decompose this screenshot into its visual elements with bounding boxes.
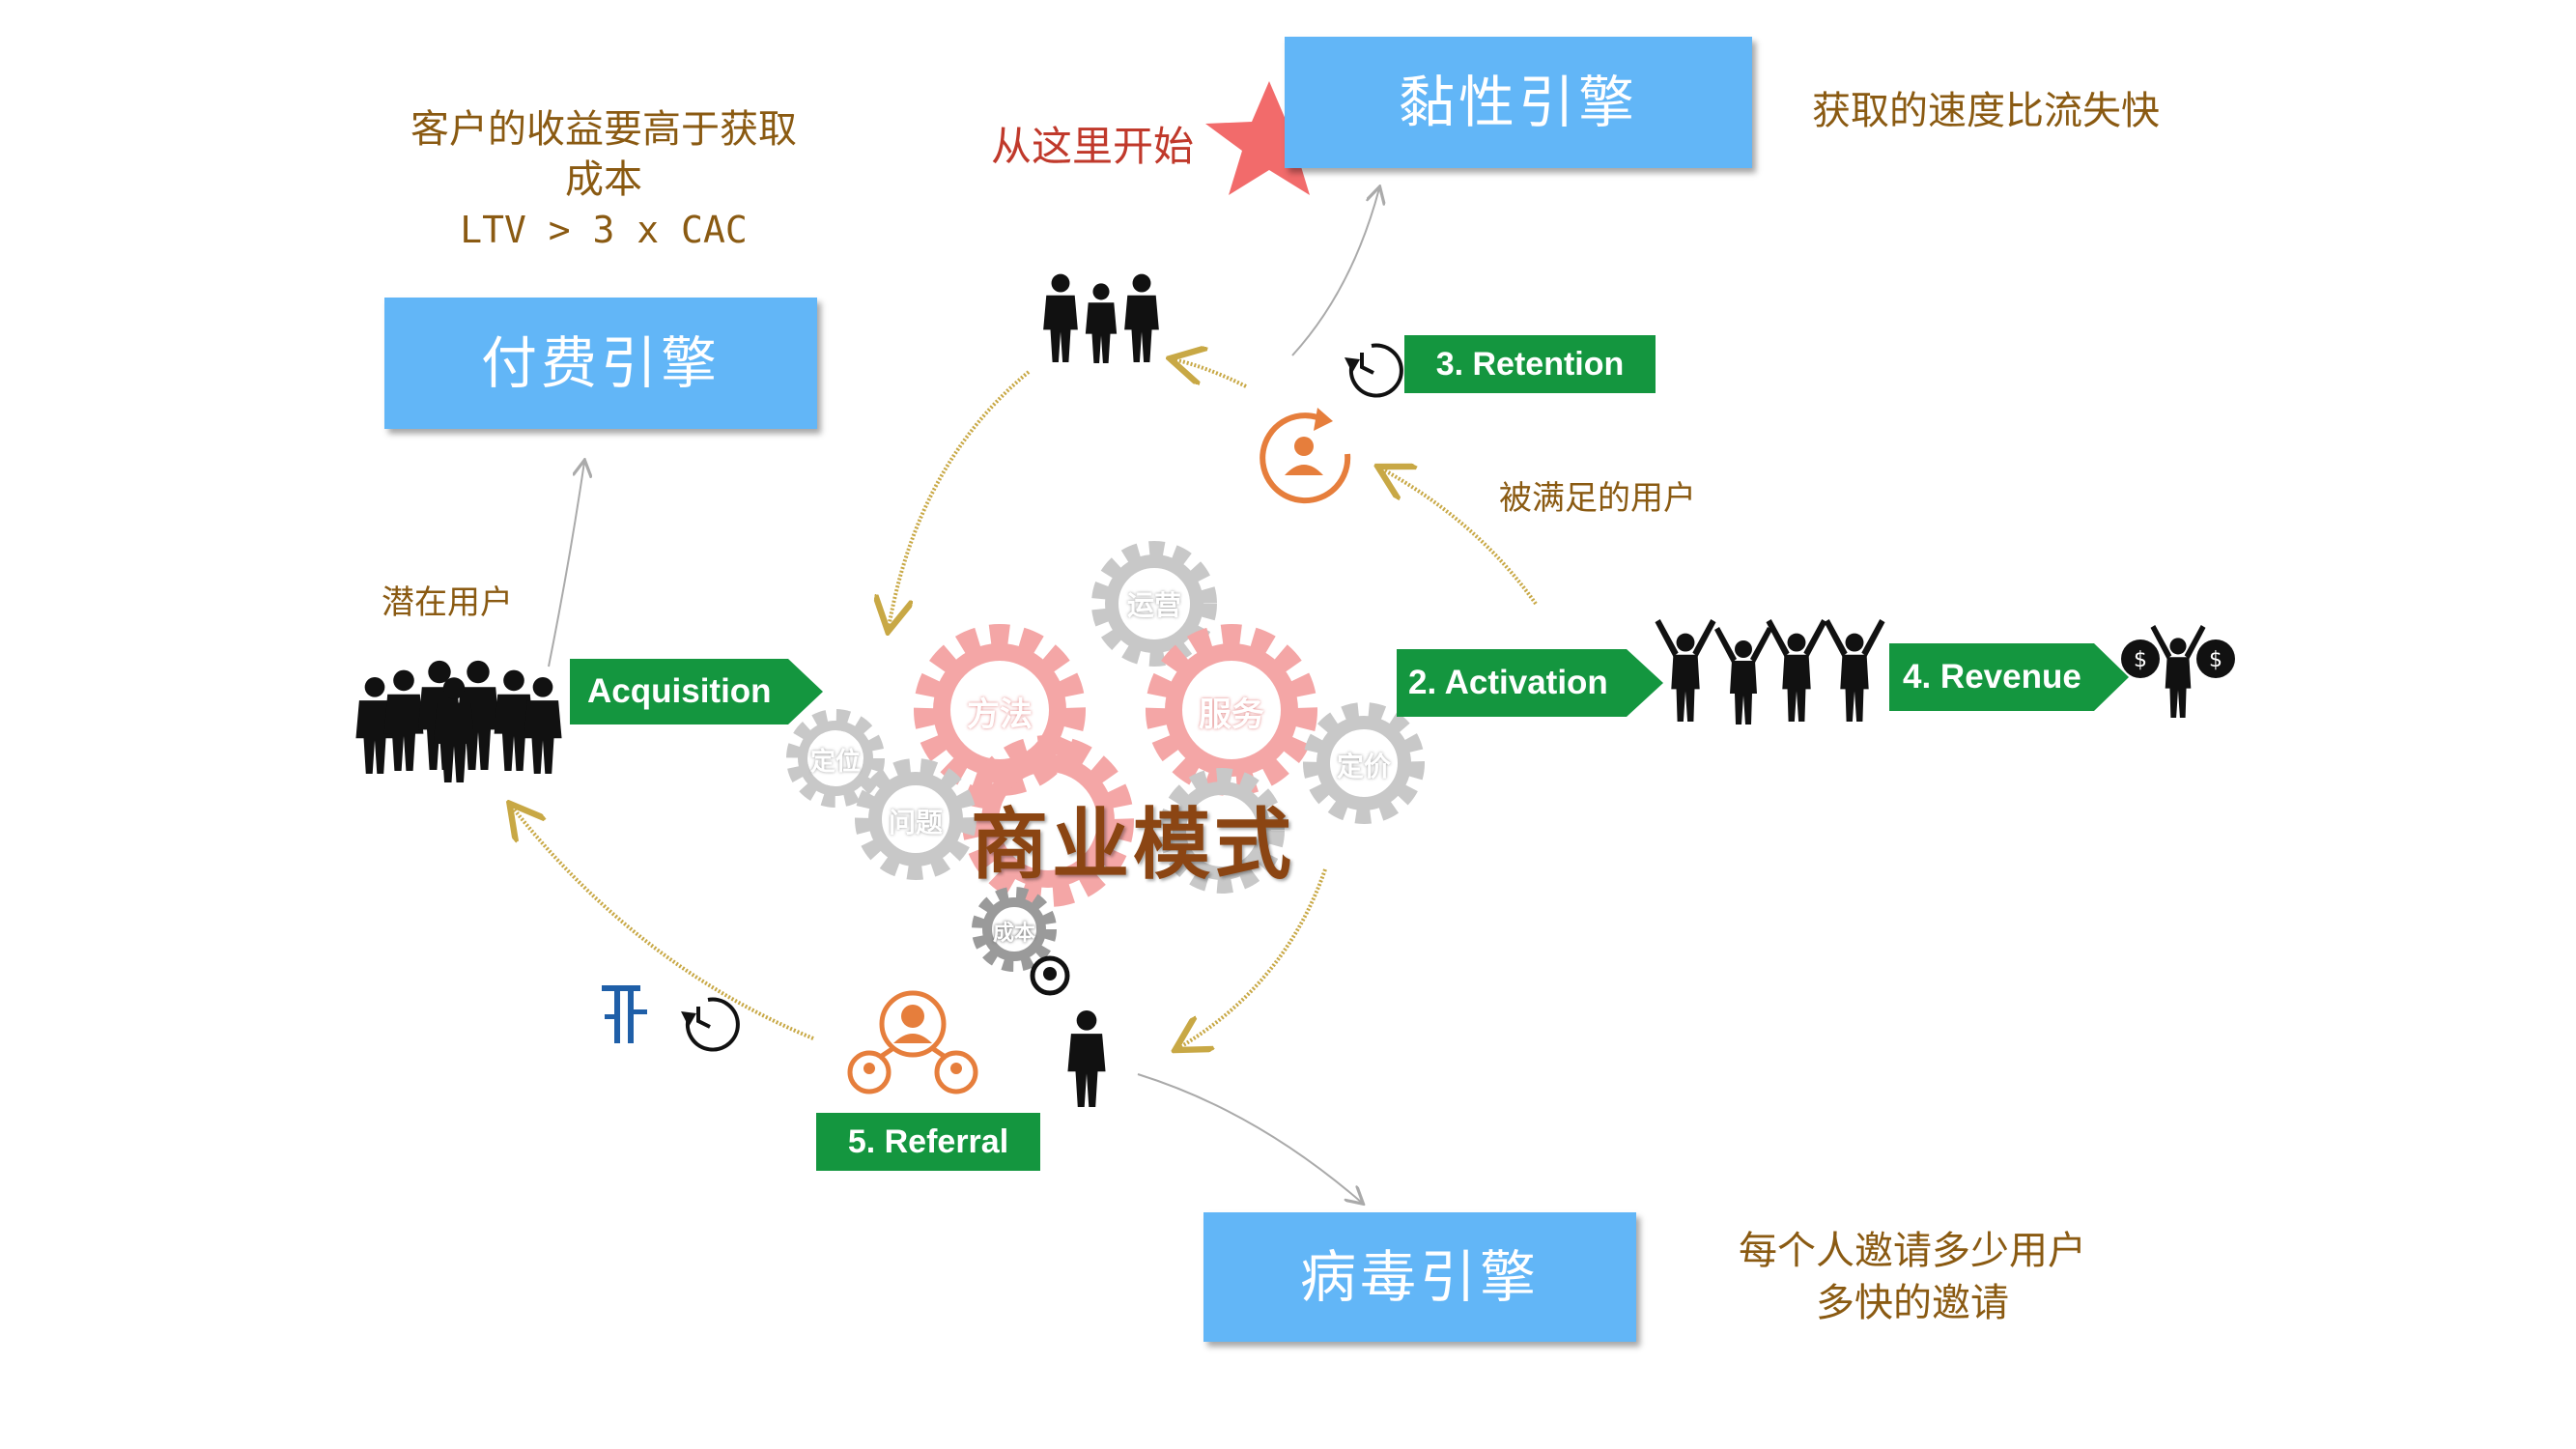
tf-logo-icon xyxy=(602,985,647,1043)
potential-users-note: 潜在用户 xyxy=(382,583,513,622)
svg-text:$: $ xyxy=(2209,648,2222,672)
step-revenue: 4. Revenue xyxy=(1889,643,2129,711)
arrow-to-viral-engine-icon xyxy=(1137,1073,1362,1203)
user-refresh-icon xyxy=(1260,408,1351,504)
ltv-note: 客户的收益要高于获取 成本 LTV > 3 x CAC xyxy=(367,104,840,255)
step-referral: 5. Referral xyxy=(816,1113,1040,1171)
start-here-note: 从这里开始 xyxy=(991,123,1195,170)
paid-engine-label: 付费引擎 xyxy=(480,330,721,396)
step-acquisition-label: Acquisition xyxy=(587,672,772,710)
gear-label-cost: 成本 xyxy=(992,922,1035,946)
engine-arrows xyxy=(548,188,1379,1203)
business-model-title: 商业模式 xyxy=(971,799,1295,890)
svg-text:$: $ xyxy=(2134,648,2147,672)
viral-engine-label: 病毒引擎 xyxy=(1299,1244,1540,1310)
clock-icon-referral xyxy=(681,997,740,1052)
step-activation: 2. Activation xyxy=(1397,649,1663,717)
gear-problem-icon xyxy=(855,758,977,880)
satisfied-users-note: 被满足的用户 xyxy=(1499,479,1696,518)
step-referral-label: 5. Referral xyxy=(847,1123,1009,1160)
gear-label-method: 方法 xyxy=(967,696,1033,734)
cycle-arrows xyxy=(512,359,1538,1048)
ltv-formula: LTV > 3 x CAC xyxy=(460,209,748,251)
gear-pricing-icon xyxy=(1303,702,1425,824)
viral-note: 每个人邀请多少用户 多快的邀请 xyxy=(1700,1225,2125,1329)
ltv-note-line2: 成本 xyxy=(565,157,642,202)
gear-ops-icon xyxy=(1091,541,1217,667)
gear-core-icon xyxy=(962,735,1134,907)
gear-cost-icon xyxy=(972,887,1057,972)
sticky-note: 获取的速度比流失快 xyxy=(1812,89,2160,133)
step-retention-label: 3. Retention xyxy=(1435,346,1625,383)
arrow-activation-to-retention-icon xyxy=(1381,469,1538,606)
viral-note-line2: 多快的邀请 xyxy=(1816,1281,2009,1325)
ltv-note-line1: 客户的收益要高于获取 xyxy=(410,107,797,152)
step-activation-label: 2. Activation xyxy=(1408,664,1608,701)
arrow-referral-to-crowd-icon xyxy=(512,807,814,1040)
money-bag-person-icon: $ $ xyxy=(2121,625,2235,718)
gear-label-position: 定位 xyxy=(809,748,861,777)
arrow-retention-to-team-icon xyxy=(1174,359,1247,388)
step-revenue-label: 4. Revenue xyxy=(1903,658,2081,696)
clock-icon xyxy=(1345,343,1403,398)
gear-service-icon xyxy=(1146,624,1317,796)
gear-cluster xyxy=(786,541,1425,972)
cheering-people-icon xyxy=(1655,618,1885,724)
step-acquisition: Acquisition xyxy=(570,659,823,724)
gear-label-service: 服务 xyxy=(1199,696,1264,734)
viral-engine-box: 病毒引擎 xyxy=(1203,1212,1636,1342)
crowd-icon xyxy=(355,660,562,782)
arrow-center-to-speaker-icon xyxy=(1178,868,1327,1048)
team-icon xyxy=(1043,273,1159,363)
paid-engine-box: 付费引擎 xyxy=(384,298,817,429)
arrow-to-paid-engine-icon xyxy=(548,462,584,668)
gear-back-icon xyxy=(1159,768,1285,894)
sticky-engine-box: 黏性引擎 xyxy=(1285,37,1752,168)
viral-note-line1: 每个人邀请多少用户 xyxy=(1739,1229,2086,1273)
gear-label-pricing: 定价 xyxy=(1336,751,1391,782)
arrow-to-sticky-engine-icon xyxy=(1291,188,1379,356)
speaker-person-icon xyxy=(1030,955,1106,1107)
gear-position-icon xyxy=(786,709,885,808)
arrow-team-to-center-icon xyxy=(889,370,1031,628)
step-retention: 3. Retention xyxy=(1404,335,1656,393)
gear-label-ops: 运营 xyxy=(1126,589,1181,621)
user-share-icon xyxy=(847,990,978,1094)
sticky-engine-label: 黏性引擎 xyxy=(1398,70,1638,135)
gear-label-problem: 问题 xyxy=(888,807,943,838)
